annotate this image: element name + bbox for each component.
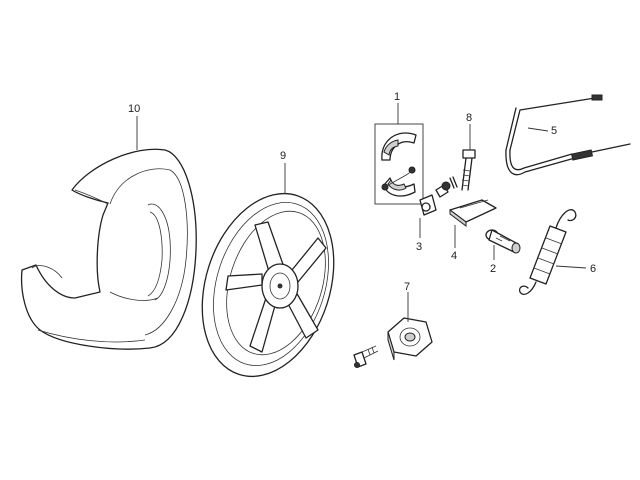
bolt xyxy=(461,149,476,191)
brake-wedge xyxy=(449,199,497,227)
callout-part-9: 9 xyxy=(280,150,286,162)
callout-part-6: 6 xyxy=(590,263,596,275)
axle-pin xyxy=(485,229,521,254)
wheel-rim xyxy=(201,192,335,378)
callout-part-3: 3 xyxy=(416,241,422,253)
axle-nut xyxy=(387,317,433,361)
brake-cam xyxy=(419,176,458,216)
brake-cable xyxy=(505,94,631,176)
spring xyxy=(518,209,577,296)
callout-part-8: 8 xyxy=(466,112,472,124)
callout-part-10: 10 xyxy=(128,103,140,115)
callout-part-1: 1 xyxy=(394,91,400,103)
callout-part-2: 2 xyxy=(490,263,496,275)
tire-valve xyxy=(353,345,379,368)
callout-part-4: 4 xyxy=(451,250,457,262)
tire xyxy=(20,148,197,350)
callout-labels: 10 9 1 8 5 3 4 2 6 7 xyxy=(128,91,596,293)
callout-part-5: 5 xyxy=(551,125,557,137)
callout-part-7: 7 xyxy=(404,281,410,293)
brake-shoes xyxy=(374,123,424,205)
leader-lines xyxy=(136,103,587,322)
